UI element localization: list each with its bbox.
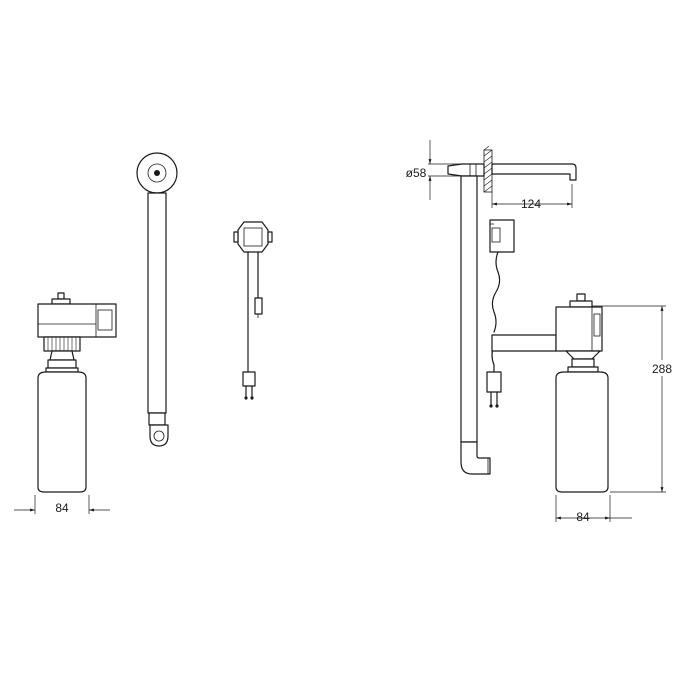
pipe-bend	[460, 441, 491, 475]
sensor-module	[233, 221, 273, 400]
left-pump-collar	[43, 336, 81, 352]
height-label: 288	[652, 362, 672, 376]
sensor-box	[237, 221, 269, 253]
projection-label: 124	[521, 197, 541, 211]
diameter-label: ø58	[406, 166, 427, 180]
right-width-label: 84	[576, 510, 590, 524]
left-pump-head	[37, 303, 117, 338]
side-view-assembly	[447, 145, 609, 493]
left-pump-nozzle	[57, 292, 65, 300]
power-plug	[242, 371, 256, 387]
height-dimension: 288	[592, 305, 684, 493]
vertical-pipe	[147, 192, 167, 414]
diameter-dimension: ø58	[406, 140, 460, 200]
spout	[491, 163, 577, 181]
sensor-connector	[254, 297, 263, 315]
spout-front-view	[136, 152, 178, 447]
left-width-dimension: 84	[14, 495, 110, 515]
side-bottle	[555, 371, 609, 493]
left-width-label: 84	[55, 501, 69, 515]
side-power-plug	[486, 371, 502, 393]
dispenser-arm	[491, 334, 557, 352]
side-sensor-box	[489, 219, 515, 253]
left-pump-nozzle-base	[51, 298, 71, 305]
left-dispenser	[37, 292, 117, 493]
wall-section	[483, 145, 493, 193]
concealed-pipe	[460, 175, 478, 443]
projection-dimension: 124	[491, 184, 573, 211]
left-bottle	[37, 371, 87, 493]
right-width-dimension: 84	[555, 495, 632, 524]
pipe-outlet	[149, 424, 169, 447]
